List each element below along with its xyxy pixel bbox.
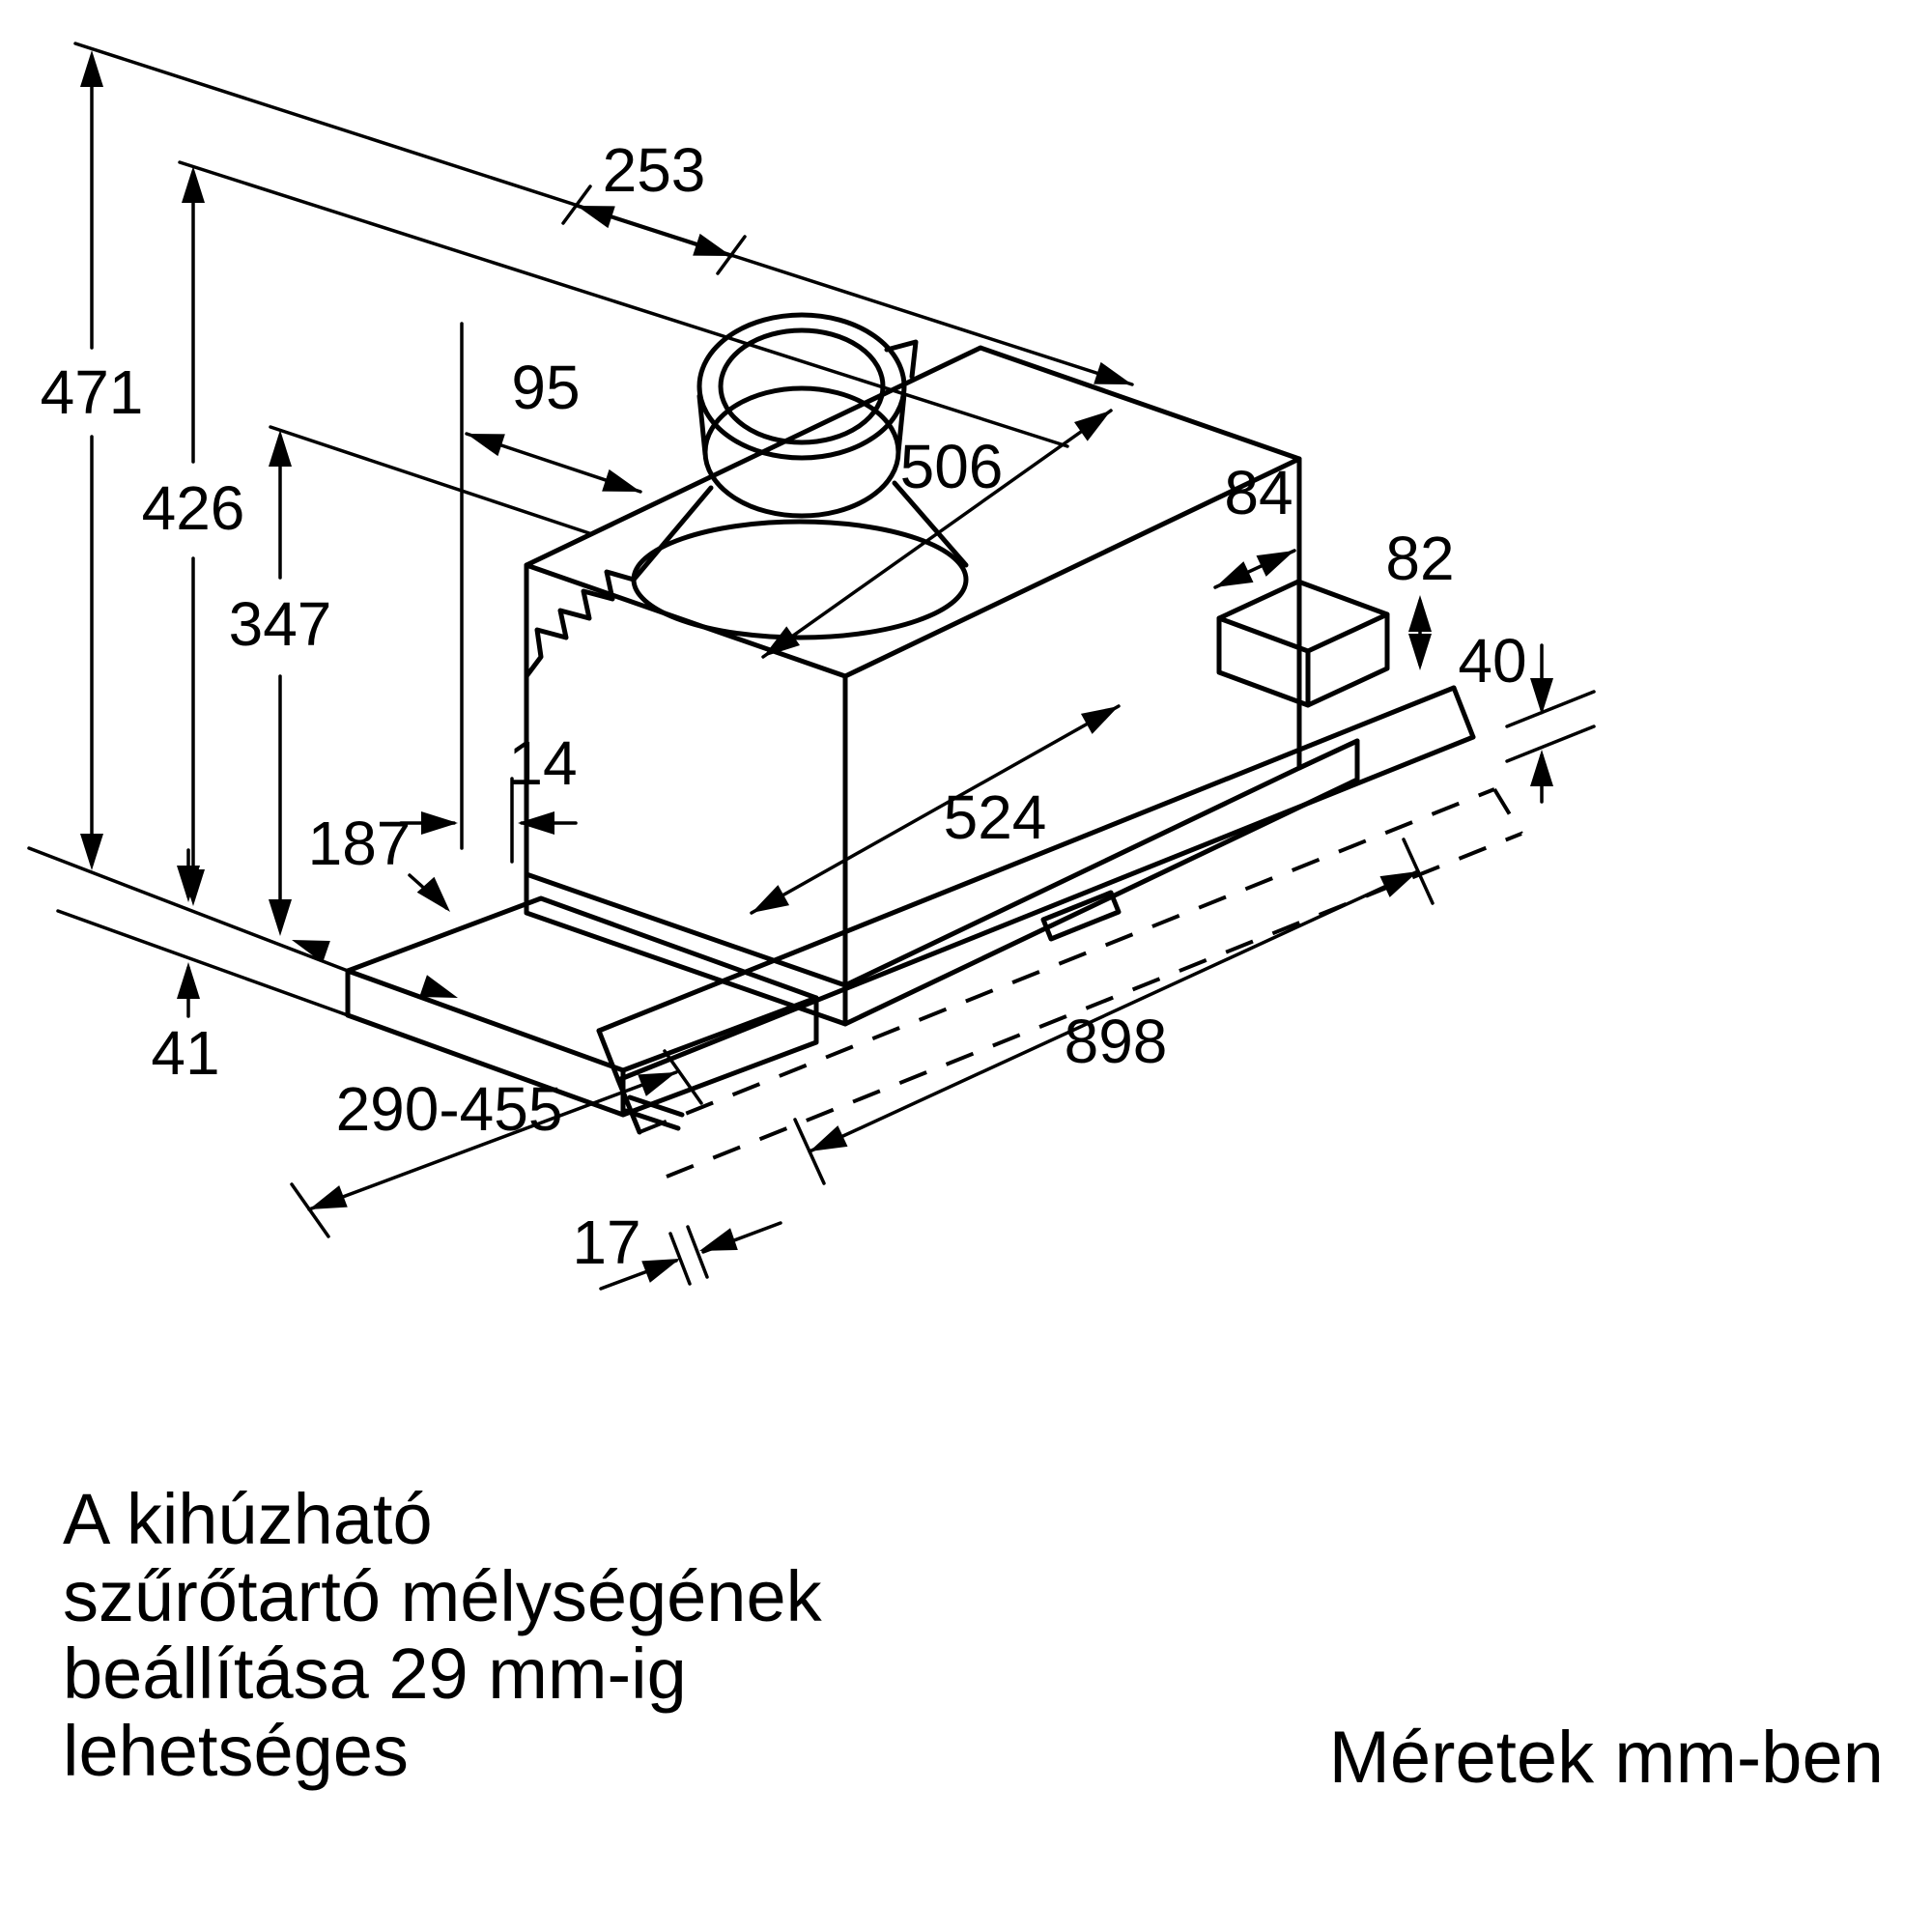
dim-253: 253 [561, 135, 747, 275]
dim-82: 82 [1385, 524, 1455, 670]
dim-14-label: 14 [508, 728, 577, 798]
dim-187: 187 [288, 809, 462, 1009]
note-line-1: A kihúzható [63, 1479, 433, 1559]
dim-14: 14 [399, 728, 578, 864]
dim-347: 347 [229, 430, 332, 936]
dim-524-label: 524 [944, 782, 1047, 852]
note-line-4: lehetséges [63, 1711, 409, 1791]
dim-290-455-label: 290-455 [336, 1074, 563, 1144]
dim-347-label: 347 [229, 589, 332, 659]
panel-cutout [1040, 890, 1122, 942]
dim-187-label: 187 [308, 809, 412, 878]
dim-17-label: 17 [572, 1208, 640, 1277]
side-step [1216, 579, 1390, 708]
dim-898-label: 898 [1065, 1007, 1168, 1076]
dim-82-label: 82 [1385, 524, 1454, 593]
filter-depth-note: A kihúzható szűrőtartó mélységének beáll… [63, 1479, 823, 1791]
dim-95-label: 95 [511, 353, 580, 422]
hood-body [524, 345, 1360, 1027]
dim-41-label: 41 [151, 1018, 219, 1088]
dim-898: 898 [793, 838, 1435, 1185]
dim-426: 426 [142, 166, 245, 906]
dim-471: 471 [41, 50, 144, 870]
note-line-2: szűrőtartó mélységének [63, 1556, 823, 1636]
bottom-panel [596, 685, 1523, 1179]
dim-95: 95 [463, 353, 644, 503]
units-note: Méretek mm-ben [1329, 1717, 1884, 1799]
spring-clips [524, 569, 637, 679]
dim-84-label: 84 [1224, 458, 1293, 527]
dim-41: 41 [151, 848, 220, 1088]
dim-40-label: 40 [1458, 626, 1526, 696]
note-line-3: beállítása 29 mm-ig [63, 1634, 687, 1714]
dim-290-455: 290-455 [290, 1049, 703, 1238]
dim-426-label: 426 [142, 473, 245, 543]
dim-506: 506 [756, 401, 1118, 667]
dim-471-label: 471 [41, 357, 144, 427]
dim-17: 17 [572, 1208, 782, 1291]
dim-524: 524 [746, 696, 1124, 923]
duct-collar [631, 312, 969, 640]
dim-253-label: 253 [603, 135, 706, 205]
collar-clip [884, 339, 919, 380]
dim-506-label: 506 [900, 432, 1004, 501]
visor-latch [627, 1094, 685, 1118]
dim-84: 84 [1209, 458, 1300, 598]
dim-40: 40 [1458, 626, 1596, 804]
